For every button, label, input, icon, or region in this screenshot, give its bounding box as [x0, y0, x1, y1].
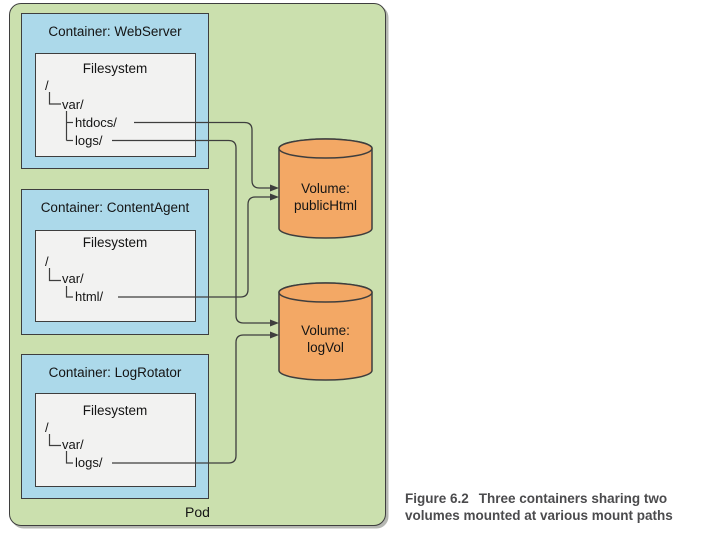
pod-label: Pod: [185, 504, 210, 520]
tree-item-logs: logs/: [75, 133, 103, 148]
container-title-webserver: Container: WebServer: [48, 24, 182, 39]
caption-line-2: volumes mounted at various mount paths: [405, 508, 673, 523]
tree-item-htdocs: htdocs/: [75, 115, 117, 130]
tree-item-root: /: [45, 254, 49, 269]
container-title-contentagent: Container: ContentAgent: [40, 200, 190, 215]
volume-type-label: Volume:: [301, 181, 350, 196]
tree-item-logs: logs/: [75, 455, 103, 470]
volume-name: publicHtml: [293, 198, 358, 213]
filesystem-label: Filesystem: [82, 235, 148, 250]
caption-text-1: Three containers sharing two: [478, 491, 668, 506]
figure-caption: Figure 6.2 Three containers sharing two v…: [405, 490, 721, 524]
filesystem-label: Filesystem: [82, 61, 148, 76]
tree-item-root: /: [45, 420, 49, 435]
volume-label-publichtml: Volume: publicHtml: [279, 180, 372, 214]
volume-name: logVol: [307, 340, 344, 355]
filesystem-label: Filesystem: [82, 403, 148, 418]
volume-label-logvol: Volume: logVol: [279, 322, 372, 356]
tree-item-var: var/: [62, 437, 84, 452]
tree-item-html: html/: [75, 289, 104, 304]
caption-line-1: Figure 6.2 Three containers sharing two: [405, 490, 721, 507]
volume-type-label: Volume:: [301, 323, 350, 338]
container-title-logrotator: Container: LogRotator: [48, 365, 182, 380]
tree-item-var: var/: [62, 97, 84, 112]
caption-figure-number: Figure 6.2: [405, 491, 469, 506]
tree-item-root: /: [45, 78, 49, 93]
tree-item-var: var/: [62, 271, 84, 286]
